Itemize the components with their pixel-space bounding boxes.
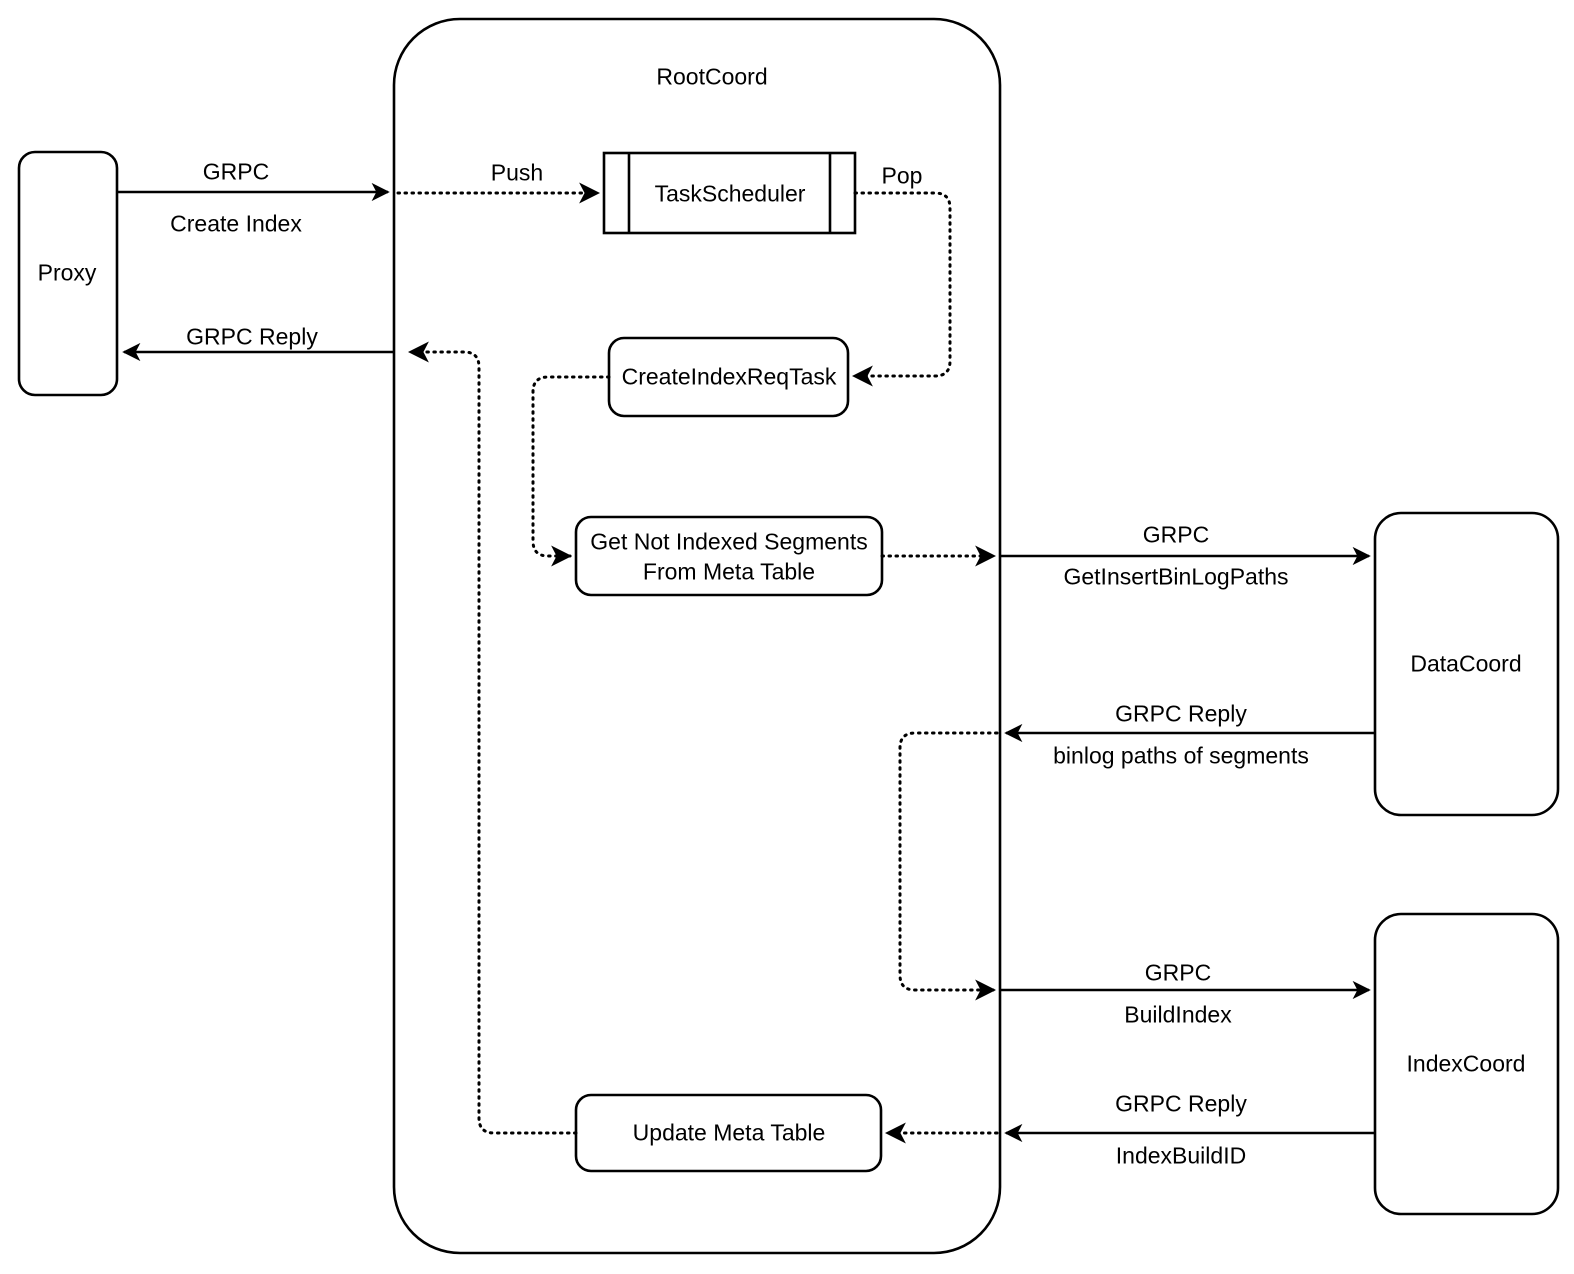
node-taskscheduler[interactable] [602, 151, 857, 235]
node-createindexreqtask[interactable] [607, 336, 850, 418]
edge-pop-to-createindexreqtask [851, 191, 952, 387]
edge-binlogreply-to-buildindex [898, 731, 999, 1001]
node-datacoord[interactable] [1373, 511, 1560, 817]
edge-updatemeta-to-grpcreply [407, 341, 578, 1135]
node-indexcoord[interactable] [1373, 912, 1560, 1216]
container-rootcoord [392, 17, 1002, 1255]
edge-task-to-getsegments [531, 375, 611, 567]
node-getnotindexed[interactable] [574, 515, 884, 597]
node-updatemetatable[interactable] [574, 1093, 883, 1173]
node-proxy[interactable] [17, 150, 119, 397]
